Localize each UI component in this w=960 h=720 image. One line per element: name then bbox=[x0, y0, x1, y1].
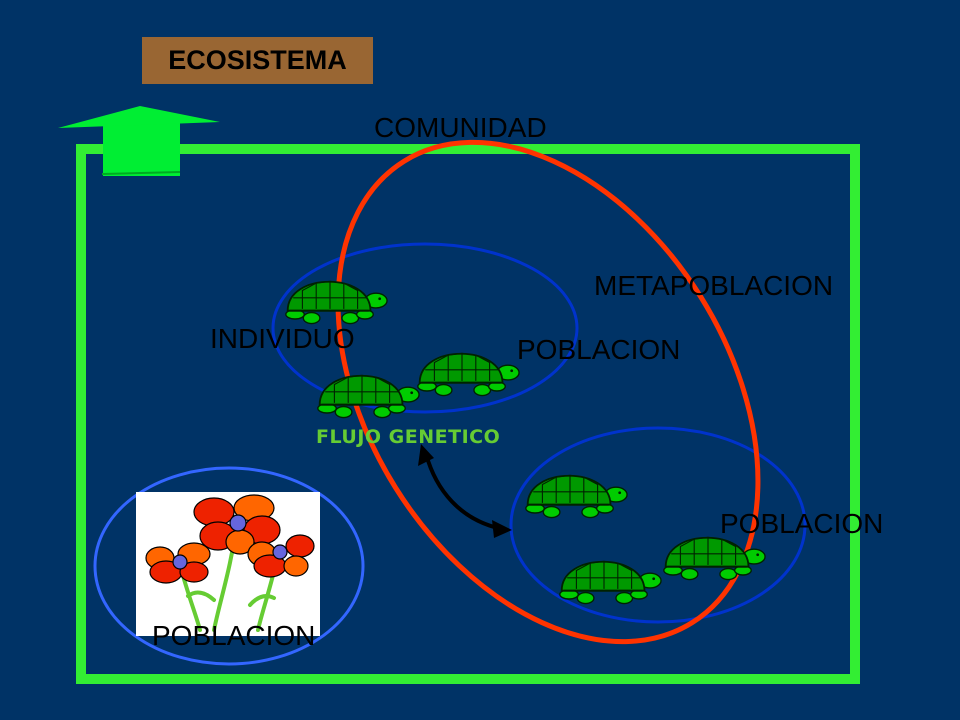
population-ring-flowers bbox=[93, 466, 365, 666]
double-arrow-icon bbox=[418, 444, 512, 538]
label-poblacion-upper: POBLACION bbox=[517, 334, 681, 365]
ecosystem-title: ECOSISTEMA bbox=[168, 45, 347, 75]
label-metapoblacion: METAPOBLACION bbox=[594, 270, 834, 301]
population-ring-upper bbox=[271, 242, 579, 414]
turtle-icon bbox=[316, 374, 420, 419]
label-flujo-genetico: FLUJO GENETICO bbox=[316, 426, 501, 448]
turtle-icon bbox=[524, 474, 628, 519]
turtle-icon bbox=[558, 560, 662, 605]
label-individuo: INDIVIDUO bbox=[210, 323, 355, 354]
up-arrow-icon bbox=[58, 106, 220, 176]
flowers-icon bbox=[136, 492, 320, 636]
turtle-icon bbox=[416, 352, 520, 397]
label-poblacion-flowers: POBLACION bbox=[152, 620, 316, 651]
community-ring bbox=[335, 139, 761, 645]
ecosystem-boundary bbox=[76, 144, 860, 684]
population-ring-lower bbox=[509, 426, 807, 624]
ecosystem-title-box: ECOSISTEMA bbox=[142, 37, 373, 84]
label-comunidad: COMUNIDAD bbox=[374, 112, 547, 143]
label-poblacion-lower: POBLACION bbox=[720, 508, 884, 539]
